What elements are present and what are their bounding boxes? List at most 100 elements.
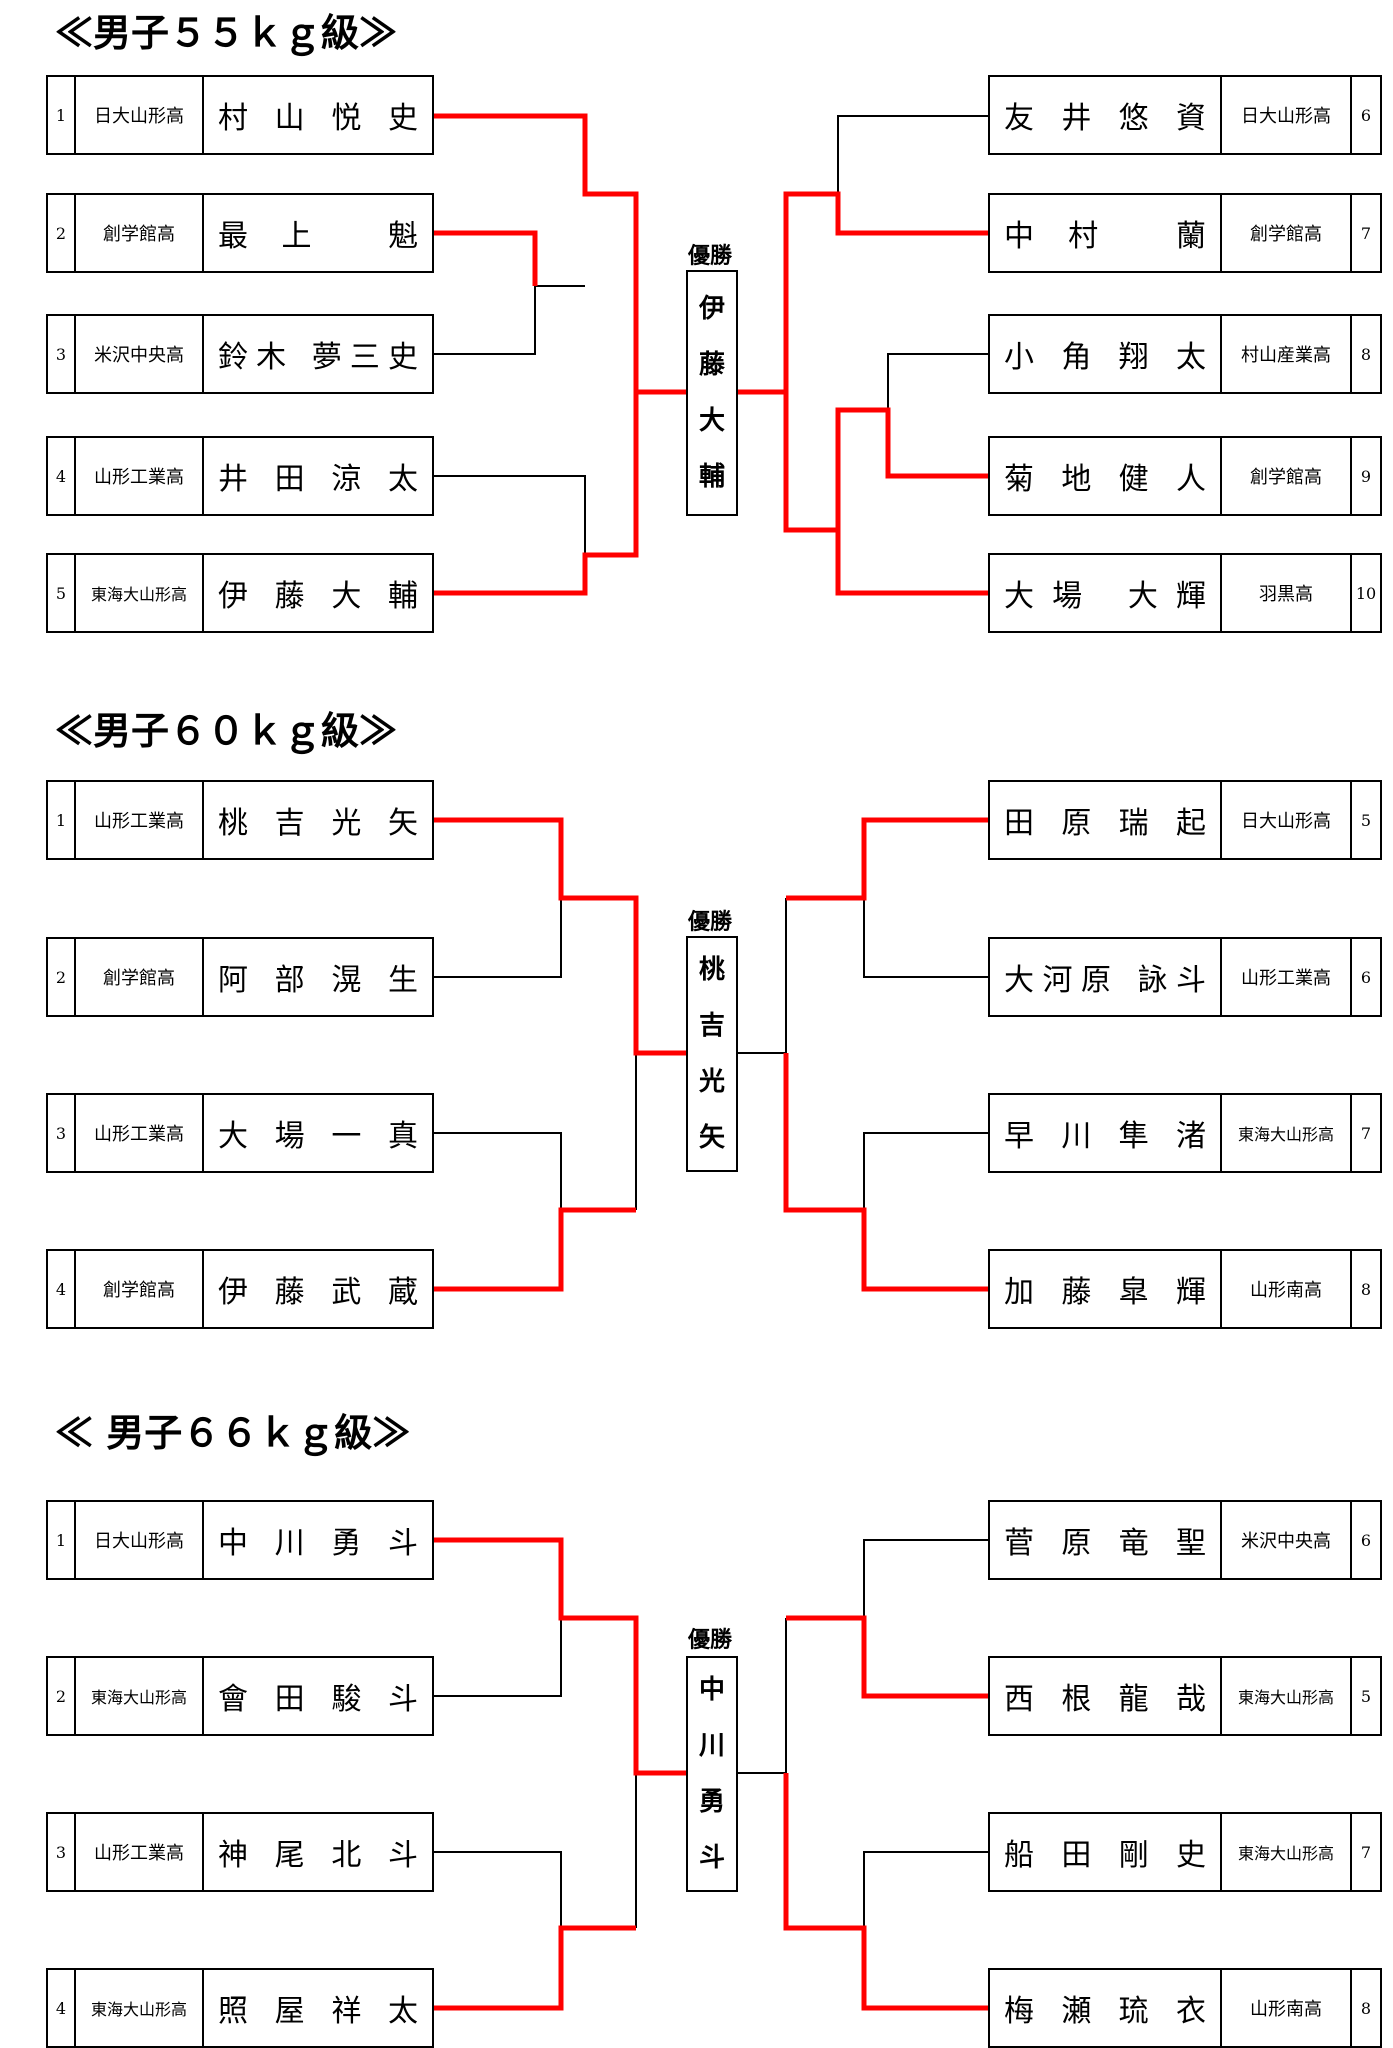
player-name: 菅原竜聖 — [990, 1502, 1222, 1578]
player-box: 菅原竜聖 米沢中央高 6 — [988, 1500, 1382, 1580]
bracket-title-55kg: ≪男子５５ｋｇ級≫ — [55, 10, 398, 55]
player-box: 1 日大山形高 村山悦史 — [46, 75, 434, 155]
player-name: 伊藤大輔 — [218, 579, 418, 614]
player-name: 井田涼太 — [218, 462, 418, 497]
player-name: 鈴木 夢三史 — [218, 340, 418, 375]
player-name: 阿部滉生 — [218, 963, 418, 998]
win-55-r9 — [835, 407, 988, 530]
win-55-1 — [432, 113, 686, 395]
champion-char: 中 — [698, 1675, 725, 1705]
seed-number: 4 — [48, 1970, 76, 2046]
line-60-final-r — [738, 898, 787, 1054]
seed-number: 3 — [48, 316, 76, 392]
player-box: 2 創学館高 最上 魁 — [46, 193, 434, 273]
player-name: 菊地健人 — [990, 438, 1222, 514]
seed-number: 2 — [48, 939, 76, 1015]
champion-box: 中 川 勇 斗 — [686, 1656, 738, 1892]
seed-number: 4 — [48, 438, 76, 514]
player-box: 1 山形工業高 桃吉光矢 — [46, 780, 434, 860]
school-name: 山形工業高 — [76, 438, 204, 514]
line-66-r6 — [863, 1539, 988, 1618]
school-name: 創学館高 — [76, 195, 204, 271]
seed-number: 9 — [1360, 466, 1372, 486]
player-name: 友井悠資 — [990, 77, 1222, 153]
player-name: 中川勇斗 — [218, 1526, 418, 1561]
school-name: 東海大山形高 — [76, 555, 204, 631]
seed-number: 7 — [1360, 223, 1372, 243]
player-box: 3 山形工業高 神尾北斗 — [46, 1812, 434, 1892]
school-name: 山形工業高 — [76, 1095, 204, 1171]
seed-number: 7 — [1360, 1842, 1372, 1862]
player-box: 菊地健人 創学館高 9 — [988, 436, 1382, 516]
win-60-r8 — [783, 1053, 988, 1292]
seed-number: 3 — [48, 1095, 76, 1171]
champion-char: 藤 — [698, 350, 725, 380]
line-60-r6 — [863, 898, 988, 978]
win-55-r7 — [738, 191, 988, 395]
seed-number: 1 — [48, 77, 76, 153]
champion-char: 桃 — [698, 955, 725, 985]
school-name: 山形工業高 — [76, 782, 204, 858]
seed-number: 8 — [1360, 1998, 1372, 2018]
winner-label: 優勝 — [688, 1628, 733, 1653]
player-box: 4 創学館高 伊藤武蔵 — [46, 1249, 434, 1329]
player-box: 4 東海大山形高 照屋祥太 — [46, 1968, 434, 2048]
school-name: 米沢中央高 — [1222, 1502, 1352, 1578]
school-name: 山形南高 — [1222, 1251, 1352, 1327]
line-66-2 — [432, 1618, 562, 1697]
champion-char: 吉 — [698, 1011, 725, 1041]
player-box: 5 東海大山形高 伊藤大輔 — [46, 553, 434, 633]
line-55-3 — [432, 285, 585, 355]
line-66-3 — [432, 1851, 562, 1928]
seed-number: 2 — [48, 1658, 76, 1734]
seed-number: 5 — [1360, 810, 1372, 830]
player-box: 田原瑞起 日大山形高 5 — [988, 780, 1382, 860]
seed-number: 1 — [48, 1502, 76, 1578]
school-name: 東海大山形高 — [1222, 1095, 1352, 1171]
winner-label: 優勝 — [688, 244, 733, 269]
school-name: 東海大山形高 — [76, 1658, 204, 1734]
player-box: 3 米沢中央高 鈴木 夢三史 — [46, 314, 434, 394]
school-name: 村山産業高 — [1222, 316, 1352, 392]
seed-number: 3 — [48, 1814, 76, 1890]
champion-char: 光 — [698, 1067, 725, 1097]
player-box: 船田剛史 東海大山形高 7 — [988, 1812, 1382, 1892]
player-box: 大場 大輝 羽黒高 10 — [988, 553, 1382, 633]
bracket-title-66kg: ≪ 男子６６ｋｇ級≫ — [55, 1410, 411, 1455]
school-name: 山形工業高 — [1222, 939, 1352, 1015]
player-name: 中村 蘭 — [990, 195, 1222, 271]
line-55-4 — [432, 475, 586, 555]
school-name: 羽黒高 — [1222, 555, 1352, 631]
player-box: 小角翔太 村山産業高 8 — [988, 314, 1382, 394]
champion-char: 輔 — [698, 462, 725, 492]
line-60-r7 — [863, 1132, 988, 1210]
school-name: 東海大山形高 — [1222, 1814, 1352, 1890]
line-60-3 — [432, 1132, 562, 1210]
win-66-r8 — [783, 1773, 988, 2011]
line-55-r6 — [837, 115, 988, 194]
school-name: 米沢中央高 — [76, 316, 204, 392]
seed-number: 10 — [1355, 583, 1377, 603]
player-name: 小角翔太 — [990, 316, 1222, 392]
school-name: 山形南高 — [1222, 1970, 1352, 2046]
player-box: 4 山形工業高 井田涼太 — [46, 436, 434, 516]
champion-char: 勇 — [698, 1787, 725, 1817]
line-66-r7 — [863, 1851, 988, 1928]
champion-box: 桃 吉 光 矢 — [686, 936, 738, 1172]
school-name: 日大山形高 — [76, 1502, 204, 1578]
line-60-2 — [432, 898, 562, 978]
win-60-r5 — [786, 817, 988, 901]
champion-box: 伊 藤 大 輔 — [686, 270, 738, 516]
bracket-title-60kg: ≪男子６０ｋｇ級≫ — [55, 708, 398, 753]
player-name: 照屋祥太 — [218, 1994, 418, 2029]
seed-number: 8 — [1360, 1279, 1372, 1299]
win-66-r5 — [786, 1615, 988, 1699]
line-55-r8 — [887, 353, 988, 410]
seed-number: 6 — [1360, 1530, 1372, 1550]
win-66-1 — [432, 1537, 686, 1776]
player-name: 神尾北斗 — [218, 1838, 418, 1873]
player-name: 船田剛史 — [990, 1814, 1222, 1890]
win-55-2 — [432, 230, 538, 286]
seed-number: 7 — [1360, 1123, 1372, 1143]
